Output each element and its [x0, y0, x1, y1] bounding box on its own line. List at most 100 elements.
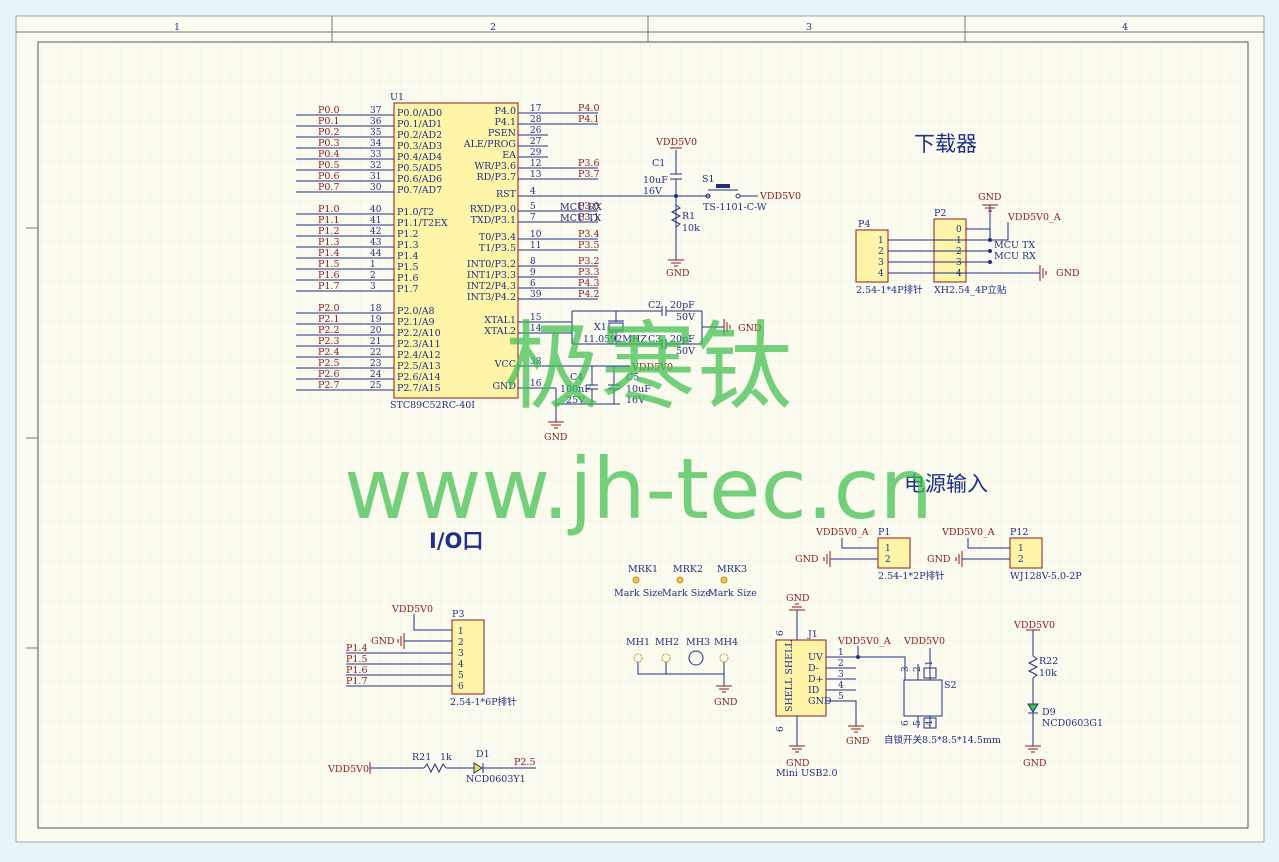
vdd-label-d9: VDD5V0	[1013, 620, 1055, 631]
mcu-right-pin-number: 26	[530, 126, 542, 136]
usb-connector-j1[interactable]: J1 Mini USB2.0 SHELL SHELL 6 6 1UV2D-3D+…	[775, 593, 906, 779]
p2-mcu-tx-label: MCU TX	[994, 240, 1035, 251]
power-input-connectors[interactable]: P1 2.54-1*2P排针 1 2 VDD5V0_A GND P12 WJ12…	[795, 527, 1082, 582]
mcu-left-pin-number: 42	[370, 227, 381, 237]
p12-pin-1: 1	[1018, 544, 1024, 554]
mcu-left-pin-name: P1.3	[397, 240, 419, 251]
mcu-right-pin-name: RST	[496, 189, 517, 200]
mrk1-label: Mark Size	[614, 588, 663, 599]
gnd-label-p3: GND	[371, 636, 395, 647]
mcu-left-pin-name: P2.2/A10	[397, 328, 441, 339]
led-d1-circuit[interactable]: VDD5V0 R21 1k D1 NCD0603Y1 P2.5	[327, 749, 536, 785]
mcu-left-pin-name: P1.2	[397, 229, 419, 240]
gnd-label-p2-right: GND	[1056, 268, 1080, 279]
mcu-left-net-label: P0.4	[318, 149, 340, 160]
mcu-left-pin-number: 30	[370, 183, 382, 193]
p3-pin-number: 2	[458, 638, 464, 648]
s1-designator: S1	[702, 174, 715, 185]
mcu-left-pin-number: 18	[370, 304, 382, 314]
p2-pin-2: 2	[956, 247, 962, 257]
p12-part: WJ128V-5.0-2P	[1010, 571, 1082, 582]
gnd-label-j1-pin5: GND	[846, 736, 870, 747]
mcu-left-net-label: P0.5	[318, 160, 340, 171]
c2-designator: C2	[648, 300, 661, 311]
p1-pin-2: 2	[885, 555, 891, 565]
mcu-tx-label: MCU TX	[560, 213, 601, 224]
c4-designator: C4	[570, 372, 583, 383]
p1-pin-1: 1	[885, 544, 891, 554]
mcu-right-pin-name: INT0/P3.2	[467, 259, 516, 270]
mcu-right-pin-number: 29	[530, 148, 542, 158]
mcu-right-pin-name: T0/P3.4	[479, 232, 516, 243]
mcu-left-pin-number: 33	[370, 150, 382, 160]
switch-s2[interactable]: S2 自锁开关8.5*8.5*14.5mm VDD5V0 3 2 1 6 5 4	[884, 636, 1001, 746]
mcu-left-pin-number: 40	[370, 205, 382, 215]
mcu-left-pin-number: 44	[370, 249, 382, 259]
vdd-a-label-p1: VDD5V0_A	[815, 527, 869, 538]
mcu-right-pin-name: RXD/P3.0	[470, 204, 516, 215]
j1-part: Mini USB2.0	[776, 768, 838, 779]
mcu-left-pin-number: 41	[370, 216, 381, 226]
led-d9-circuit[interactable]: VDD5V0 GND R22 10k D9 NCD0603G1	[1013, 620, 1103, 769]
mcu-left-net-label: P2.0	[318, 303, 340, 314]
c1-designator: C1	[652, 158, 665, 169]
mrk1-designator: MRK1	[628, 564, 658, 575]
p2-pin-0: 0	[956, 225, 962, 235]
mcu-left-net-label: P2.3	[318, 336, 340, 347]
column-label-3: 3	[806, 22, 812, 33]
vdd-a-label-j1: VDD5V0_A	[837, 636, 891, 647]
d1-part: NCD0603Y1	[466, 774, 526, 785]
mcu-right-pin-name: ALE/PROG	[463, 139, 516, 150]
mcu-right-net-label: P3.5	[578, 240, 600, 251]
s2-designator: S2	[944, 680, 957, 691]
mcu-left-pin-number: 24	[370, 370, 382, 380]
j1-pin-name: D-	[808, 663, 819, 674]
mcu-left-pin-name: P1.0/T2	[397, 207, 434, 218]
mcu-right-net-label: P3.0	[578, 201, 600, 212]
p2-pin-4: 4	[956, 269, 962, 279]
reset-circuit[interactable]: VDD5V0 C1 10uF 16V S1 TS-1101-C-W VDD5V0…	[548, 137, 801, 279]
mcu-left-pin-name: P0.5/AD5	[397, 163, 442, 174]
j1-pin-name: ID	[808, 685, 820, 696]
mcu-left-pin-number: 22	[370, 348, 381, 358]
d9-designator: D9	[1042, 707, 1056, 718]
p3-pin-number: 4	[458, 660, 464, 670]
downloader-connectors[interactable]: P4 2.54-1*4P排针 P2 XH2.54_4P立贴 1 2 3 4 0 …	[855, 192, 1080, 296]
mcu-right-pin-name: VCC	[494, 359, 516, 370]
mcu-left-net-label: P1.0	[318, 204, 340, 215]
p3-pin-number: 3	[458, 649, 464, 659]
mcu-right-pin-number: 11	[530, 241, 541, 251]
s2-pin-2: 2	[913, 666, 923, 672]
j1-shell: SHELL SHELL	[784, 640, 795, 712]
mcu-right-pin-number: 28	[530, 115, 542, 125]
mcu-left-pin-name: P1.1/T2EX	[397, 218, 448, 229]
fiducial-marks: MRK1 MRK2 MRK3 Mark Size Mark Size Mark …	[614, 564, 757, 599]
mcu-left-net-label: P1.6	[318, 270, 340, 281]
column-label-4: 4	[1122, 22, 1128, 33]
mcu-left-pin-name: P2.1/A9	[397, 317, 435, 328]
c5-designator: C5	[626, 372, 639, 383]
c4-value: 100nF	[560, 384, 591, 395]
gnd-label-mh: GND	[714, 697, 738, 708]
mcu-right-pin-name: XTAL1	[484, 315, 516, 326]
gnd-label-p12: GND	[927, 554, 951, 565]
mcu-right-net-label: P3.2	[578, 256, 600, 267]
mcu-right-net-label: P3.6	[578, 158, 600, 169]
mcu-right-net-label: P3.3	[578, 267, 600, 278]
mcu-right-pin-name: RD/P3.7	[477, 172, 516, 183]
mcu-left-pin-number: 3	[370, 282, 376, 292]
p2-designator: P2	[934, 208, 946, 219]
p3-designator: P3	[452, 609, 464, 620]
mh2-designator: MH2	[655, 637, 679, 648]
mrk3-designator: MRK3	[717, 564, 747, 575]
mcu-left-net-label: P1.1	[318, 215, 340, 226]
mcu-right-pin-number: 13	[530, 170, 542, 180]
p12-designator: P12	[1010, 527, 1028, 538]
gnd-label-p1: GND	[795, 554, 819, 565]
crystal-circuit[interactable]: GND X1 11.0592MHZ C2 20pF 50V C3 20pF 50…	[544, 300, 762, 443]
mcu-right-pin-number: 9	[530, 268, 536, 278]
